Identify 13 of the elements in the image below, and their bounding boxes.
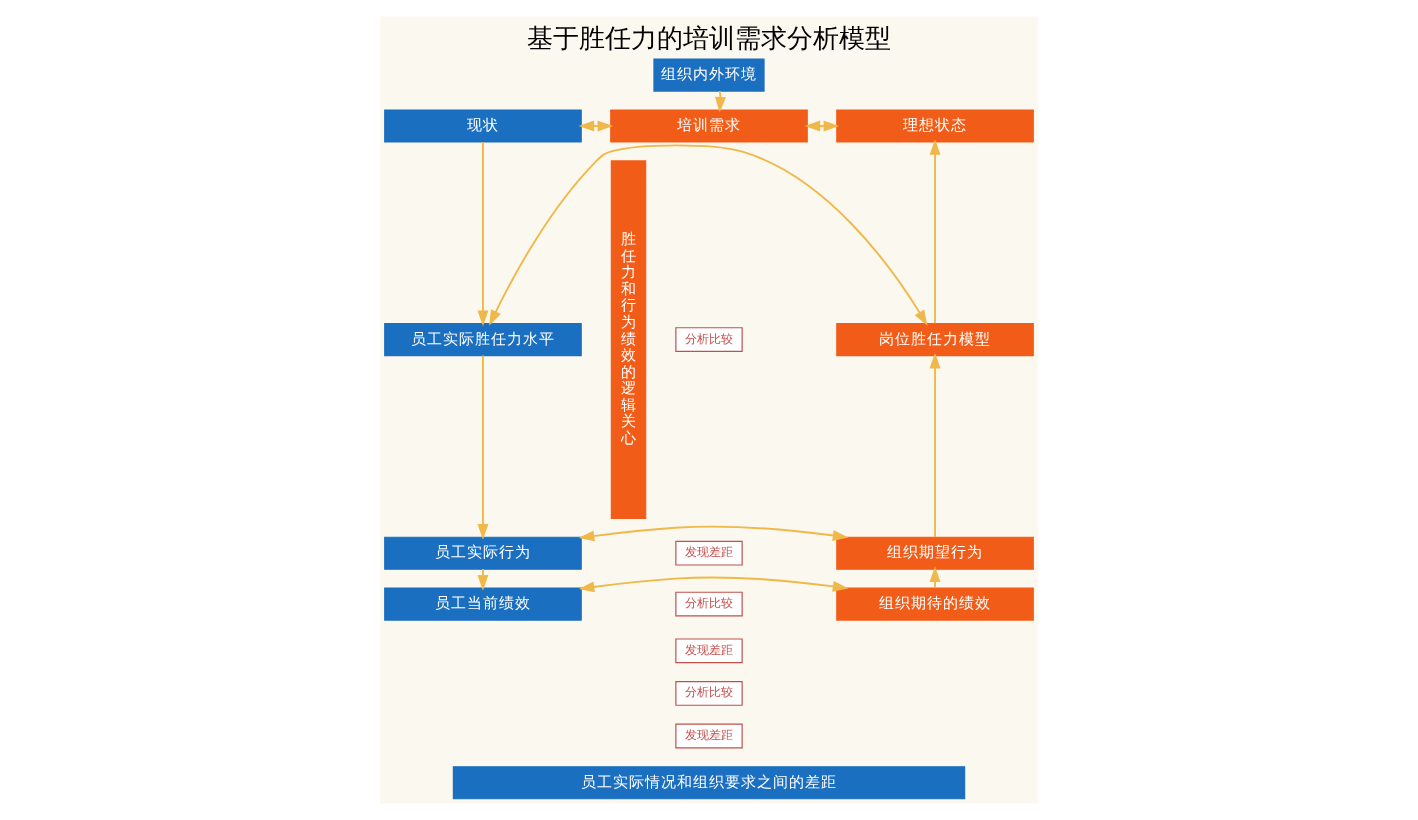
arrow [578, 576, 849, 593]
arrow [477, 141, 489, 327]
arrow [489, 144, 928, 326]
arrow [477, 354, 489, 540]
arrow [578, 120, 614, 132]
diagram-title: 基于胜任力的培训需求分析模型 [527, 24, 891, 55]
arrow [477, 568, 489, 591]
arrow [578, 525, 849, 542]
arrow [929, 139, 941, 325]
arrow [929, 566, 941, 589]
arrow [929, 352, 941, 538]
arrow [715, 90, 726, 113]
arrow [804, 120, 840, 132]
